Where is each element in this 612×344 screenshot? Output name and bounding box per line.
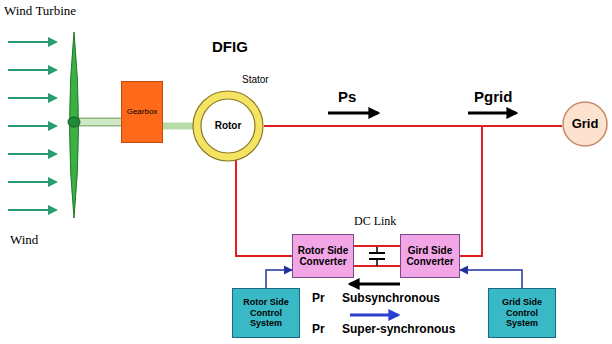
pr-subsync-arrow	[350, 283, 400, 286]
rotor-power-line	[236, 144, 292, 256]
grid-side-control: Grid Side Control System	[488, 288, 556, 338]
turbine-label: Wind Turbine	[4, 3, 76, 19]
turbine-hub	[68, 117, 80, 127]
rotor-core: Rotor	[210, 108, 246, 144]
control-signal-line	[266, 270, 292, 288]
generator-label: DFIG	[212, 38, 248, 55]
node-text: Rotor	[215, 120, 242, 132]
dc-link-capacitor	[354, 246, 400, 266]
mode-label: Super-synchronous	[342, 322, 455, 336]
rotor-side-converter: Rotor Side Converter	[292, 234, 354, 278]
dc-link-label: DC Link	[354, 214, 396, 229]
node-text: Rotor Side Converter	[296, 245, 350, 268]
pr-supersync-arrow	[350, 314, 398, 317]
node-text: Stator	[242, 74, 269, 86]
dc-link-line	[354, 245, 400, 247]
wind-label: Wind	[10, 232, 38, 248]
node-text: Grid Side Control System	[492, 297, 552, 328]
power-label: Pr	[312, 322, 325, 336]
node-text: Rotor Side Control System	[236, 297, 296, 328]
turbine-shaft	[76, 118, 122, 127]
power-label: Ps	[338, 88, 356, 105]
stator-ring: RotorStator	[192, 90, 264, 162]
grid-circle: Grid	[562, 101, 608, 147]
grid-converter-line	[460, 126, 562, 256]
grid-side-converter: Gird Side Converter	[400, 234, 460, 278]
node-text: Gird Side Converter	[404, 245, 456, 268]
turbine-shaft-core	[76, 119, 122, 125]
control-signal-line	[460, 270, 522, 288]
node-text: Grid	[572, 117, 599, 132]
ps-arrow	[328, 112, 378, 115]
node-text: Gearbox	[127, 107, 158, 116]
power-label: Pgrid	[474, 88, 512, 105]
rotor-side-control: Rotor Side Control System	[232, 288, 300, 338]
power-label: Pr	[312, 291, 325, 305]
mode-label: Subsynchronous	[342, 291, 440, 305]
pgrid-arrow	[468, 112, 516, 115]
gearbox-box: Gearbox	[121, 81, 163, 143]
wind-arrows	[8, 42, 56, 210]
